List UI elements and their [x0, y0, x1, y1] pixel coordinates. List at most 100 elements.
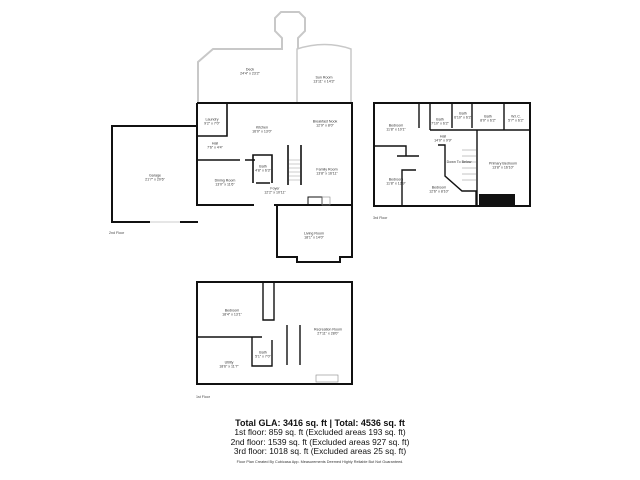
room-dims: 6'10" x 6'2"	[454, 116, 472, 120]
room-name: Garage	[149, 173, 161, 178]
room-name: Bath	[259, 350, 267, 355]
staircase	[287, 145, 302, 185]
room-dims: 7'10" x 6'2"	[431, 122, 449, 126]
room-name: Breakfast Nook	[312, 119, 338, 124]
deck-outline	[197, 11, 306, 103]
room-name: Down To Below	[446, 159, 472, 164]
garage-wall	[111, 125, 198, 223]
room-dims: 13'8" x 16'10"	[492, 166, 514, 170]
room-name: Foyer	[270, 186, 280, 191]
room-name: Sun Room	[315, 75, 333, 80]
room-dims: 12'2" x 10'11"	[264, 191, 286, 195]
room-name: Bath	[484, 114, 492, 119]
room-name: Living Room	[304, 231, 324, 236]
closet-block	[479, 194, 515, 206]
third-floor-interior-walls	[374, 104, 530, 206]
second-floor-plan	[111, 11, 353, 263]
room-dims: 18'1" x 14'0"	[304, 236, 324, 240]
bath-wall	[252, 154, 273, 184]
living-room-wall	[276, 205, 353, 263]
room-name: Bedroom	[431, 185, 447, 190]
third-floor-plan	[373, 102, 531, 207]
room-dims: 12'9" x 8'0"	[316, 124, 334, 128]
room-name: Hall	[439, 134, 447, 139]
area-summary: Total GLA: 3416 sq. ft | Total: 4536 sq.…	[0, 418, 640, 465]
room-dims: 13'8" x 16'11"	[316, 172, 338, 176]
room-name: Bath	[436, 117, 444, 122]
third-floor-exterior-wall	[373, 102, 531, 207]
floor-area-line: 1st floor: 859 sq. ft (Excluded areas 19…	[234, 427, 406, 437]
room-dims: 4'8" x 6'3"	[255, 169, 271, 173]
room-dims: 9'2" x 7'0"	[204, 122, 220, 126]
room-dims: 5'1" x 7'0"	[255, 355, 271, 359]
room-name: Bedroom	[224, 308, 240, 313]
floor-area-line: 2nd floor: 1539 sq. ft (Excluded areas 9…	[230, 436, 410, 447]
room-name: Bedroom	[388, 123, 404, 128]
fireplace-hearth	[321, 196, 331, 206]
sun-room-outline	[296, 43, 352, 103]
room-name: Family Room	[316, 167, 338, 172]
room-dims: 11'8" x 12'9"	[386, 182, 406, 186]
room-name: W.I.C.	[511, 114, 521, 119]
floor-label: 2nd Floor	[109, 231, 125, 235]
first-floor-exterior-wall	[196, 281, 353, 385]
room-dims: 16'0" x 13'0"	[252, 130, 272, 134]
room-dims: 18'6" x 11'7"	[219, 365, 239, 369]
room-dims: 7'6" x 4'4"	[207, 146, 223, 150]
room-dims: 24'4" x 23'2"	[240, 72, 260, 76]
floor-label: 1st Floor	[196, 395, 210, 399]
room-dims: 13'0" x 11'6"	[215, 183, 235, 187]
room-name: Laundry	[205, 117, 219, 122]
floor-area-line: 3rd floor: 1018 sq. ft (Excluded areas 2…	[233, 446, 407, 457]
room-name: Kitchen	[256, 125, 268, 130]
room-name: Bath	[259, 164, 267, 169]
room-dims: 8'0" x 6'2"	[480, 119, 496, 123]
disclaimer: Floor Plan Created By Cubicasa App. Meas…	[236, 459, 404, 464]
room-name: Primary Bedroom	[489, 161, 517, 166]
room-dims: 21'7" x 20'6"	[145, 178, 165, 182]
room-dims: 11'8" x 10'1"	[386, 128, 406, 132]
fireplace	[307, 196, 323, 206]
room-dims: 5'7" x 6'2"	[508, 119, 524, 123]
room-dims: 14'0" x 9'9"	[434, 139, 452, 143]
room-name: Bedroom	[388, 177, 404, 182]
room-dims: 13'11" x 14'3"	[313, 80, 335, 84]
room-name: Hall	[211, 141, 219, 146]
room-name: Recreation Room	[314, 327, 342, 332]
floor-label: 3rd Floor	[373, 216, 388, 220]
stair-treads	[289, 159, 300, 181]
total-area: Total GLA: 3416 sq. ft | Total: 4536 sq.…	[235, 418, 405, 428]
first-floor-plan	[196, 281, 353, 385]
room-name: Dining Room	[214, 178, 236, 183]
basement-fixture	[315, 374, 339, 383]
room-dims: 18'4" x 13'1"	[222, 313, 242, 317]
third-floor-stairs	[462, 149, 476, 181]
room-name: Utility	[224, 360, 234, 365]
room-name: Bath	[459, 111, 467, 116]
first-floor-interior-walls	[197, 283, 301, 367]
